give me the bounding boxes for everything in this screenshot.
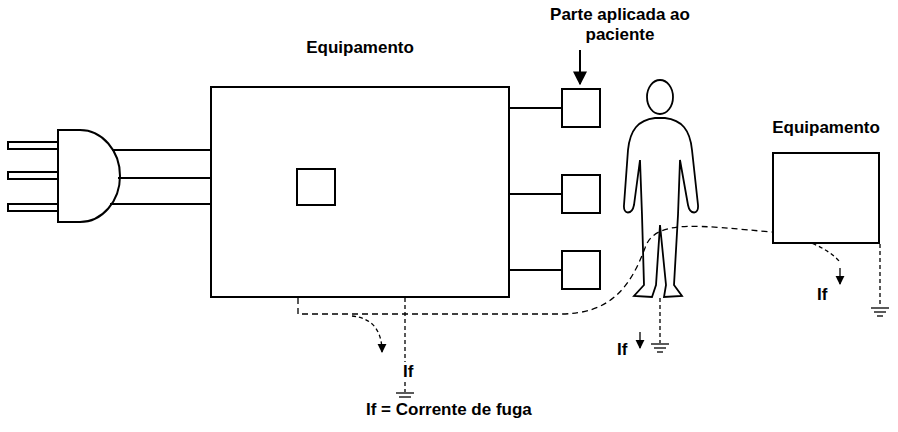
ground-symbol	[396, 308, 889, 401]
current-label: If	[615, 340, 629, 360]
box-heading: Equipamento	[306, 38, 414, 58]
current-label: If	[815, 285, 829, 305]
power-plug	[8, 130, 120, 222]
current-label: If	[401, 362, 415, 382]
internal-component	[296, 168, 336, 206]
equipment-box: Equipamento	[772, 152, 880, 244]
patient-lead	[510, 108, 562, 270]
patient-figure	[624, 80, 698, 297]
part-label: Parte aplicada ao paciente	[543, 5, 697, 44]
equipment-box: Equipamento	[210, 86, 510, 298]
pointer-arrow	[579, 50, 581, 84]
applied-part	[562, 89, 600, 289]
box-heading: Equipamento	[772, 118, 880, 138]
legend-note: If = Corrente de fuga	[364, 400, 534, 420]
